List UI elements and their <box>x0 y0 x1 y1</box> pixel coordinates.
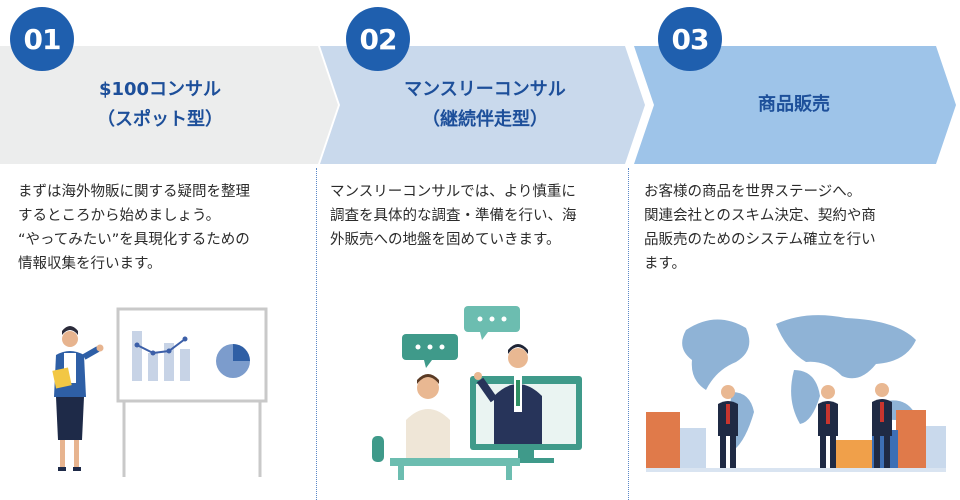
step-2: 02 マンスリーコンサル （継続伴走型） マンスリーコンサルでは、より慎重に 調… <box>320 0 645 500</box>
step-2-title-line2: （継続伴走型） <box>422 109 548 130</box>
column-divider-2 <box>628 168 629 500</box>
step-1: 01 $100コンサル （スポット型） まずは海外物販に関する疑問を整理 すると… <box>0 0 338 500</box>
step-3-description: お客様の商品を世界ステージへ。 関連会社とのスキム決定、契約や商 品販売のための… <box>644 184 876 272</box>
step-1-title: $100コンサル （スポット型） <box>0 46 320 164</box>
presenter-whiteboard-illustration <box>52 307 268 477</box>
online-consultation-illustration <box>372 306 582 480</box>
step-2-title: マンスリーコンサル （継続伴走型） <box>330 46 640 164</box>
step-3-title: 商品販売 <box>644 46 944 164</box>
step-2-title-line1: マンスリーコンサル <box>404 79 566 100</box>
step-2-description: マンスリーコンサルでは、より慎重に 調査を具体的な調査・準備を行い、海 外販売へ… <box>330 184 577 248</box>
step-3-number-badge: 03 <box>658 7 722 71</box>
step-1-number-badge: 01 <box>10 7 74 71</box>
column-divider-1 <box>316 168 317 500</box>
step-3: 03 商品販売 お客様の商品を世界ステージへ。 関連会社とのスキム決定、契約や商… <box>634 0 960 500</box>
bar-chart-icon <box>132 331 142 381</box>
step-1-arrow-banner <box>0 46 338 164</box>
world-business-illustration <box>646 315 946 472</box>
step-3-arrow-banner <box>634 46 956 164</box>
step-2-arrow-banner <box>320 46 645 164</box>
step-2-number-badge: 02 <box>346 7 410 71</box>
step-1-description: まずは海外物販に関する疑問を整理 するところから始めましょう。 “やってみたい”… <box>18 184 250 272</box>
step-3-title-line1: 商品販売 <box>758 94 830 115</box>
step-1-title-line2: （スポット型） <box>97 109 223 130</box>
step-1-title-line1: $100コンサル <box>98 79 222 100</box>
